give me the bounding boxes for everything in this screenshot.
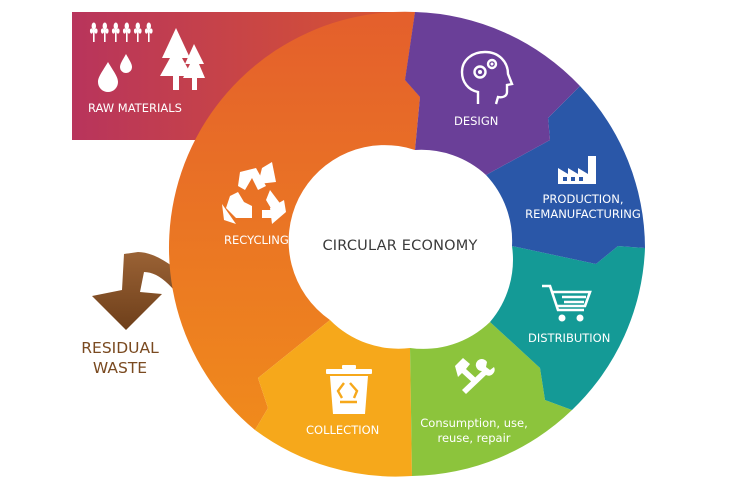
production-label: PRODUCTION, REMANUFACTURING xyxy=(525,192,641,221)
water-drops-icon xyxy=(98,54,132,92)
distribution-label: DISTRIBUTION xyxy=(528,331,611,345)
residual-waste-label: RESIDUAL WASTE xyxy=(81,339,159,377)
gear-icon xyxy=(478,62,494,74)
wheat-icon xyxy=(89,22,153,42)
recycle-bin-icon xyxy=(326,365,372,414)
design-segment xyxy=(405,12,580,175)
tools-icon xyxy=(455,358,495,394)
collection-label: COLLECTION xyxy=(306,423,380,437)
distribution-segment xyxy=(490,246,645,410)
center-title: CIRCULAR ECONOMY xyxy=(322,238,478,254)
trees-icon xyxy=(160,28,205,90)
consumption-segment xyxy=(410,322,572,476)
factory-icon xyxy=(558,156,596,184)
recycling-label: RECYCLING xyxy=(224,233,289,247)
consumption-label: Consumption, use, reuse, repair xyxy=(420,416,528,445)
residual-waste-arrow xyxy=(92,252,196,330)
head-gears-icon xyxy=(460,50,514,105)
cart-wheels-icon xyxy=(558,314,584,322)
recycling-segment xyxy=(168,11,420,431)
cart-icon xyxy=(542,284,592,312)
recycle-icon xyxy=(222,162,286,224)
design-label: DESIGN xyxy=(454,114,499,128)
raw-materials-label: RAW MATERIALS xyxy=(88,101,182,115)
center-circle xyxy=(314,150,506,342)
